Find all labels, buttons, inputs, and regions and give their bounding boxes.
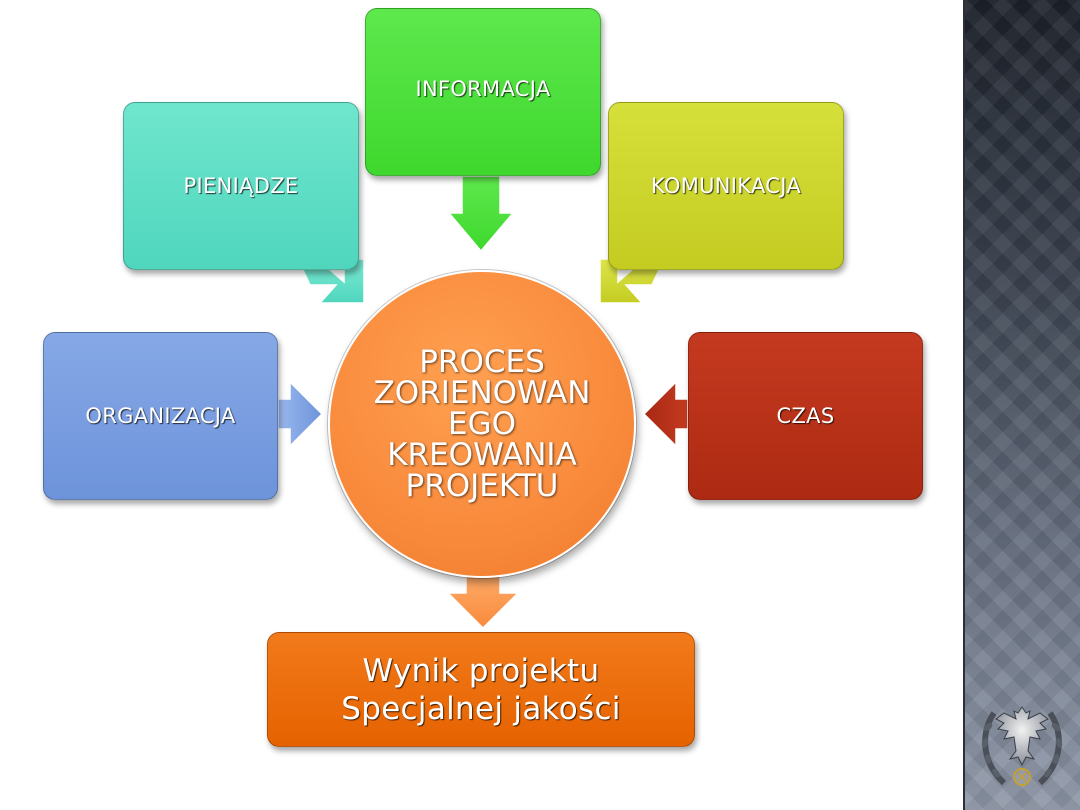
input-label-informacja: INFORMACJA [415,77,551,101]
arrow-organizacja [277,380,324,448]
input-box-czas: CZAS [688,332,923,500]
center-process-label: PROCES ZORIENOWAN EGO KREOWANIA PROJEKTU [367,343,597,504]
input-box-informacja: INFORMACJA [365,8,601,176]
center-line-1: PROCES [419,343,545,380]
slide: PIENIĄDZE INFORMACJA KOMUNIKACJA ORGANIZ… [43,8,923,747]
arrow-pieniadze [300,258,365,304]
connector-arrows [277,175,689,630]
output-label: Wynik projektu Specjalnej jakości [341,652,621,728]
center-line-5: PROJEKTU [405,467,559,504]
input-label-pieniadze: PIENIĄDZE [183,174,299,198]
output-line-2: Specjalnej jakości [341,690,621,727]
input-label-organizacja: ORGANIZACJA [85,404,236,428]
input-label-czas: CZAS [776,404,835,428]
input-box-komunikacja: KOMUNIKACJA [608,102,844,270]
input-box-pieniadze: PIENIĄDZE [123,102,359,270]
arrow-czas [642,380,689,448]
center-process-circle: PROCES ZORIENOWAN EGO KREOWANIA PROJEKTU [328,270,636,578]
center-line-4: KREOWANIA [387,436,577,473]
arrow-komunikacja [599,258,662,304]
input-box-organizacja: ORGANIZACJA [43,332,278,500]
center-line-2: ZORIENOWAN [373,374,591,411]
decorative-sidebar [963,0,1080,810]
arrow-informacja [447,175,515,253]
output-box: Wynik projektu Specjalnej jakości [267,632,695,747]
center-line-3: EGO [447,405,516,442]
input-label-komunikacja: KOMUNIKACJA [650,174,802,198]
polish-eagle-emblem-icon [981,706,1063,786]
output-line-1: Wynik projektu [362,652,600,689]
